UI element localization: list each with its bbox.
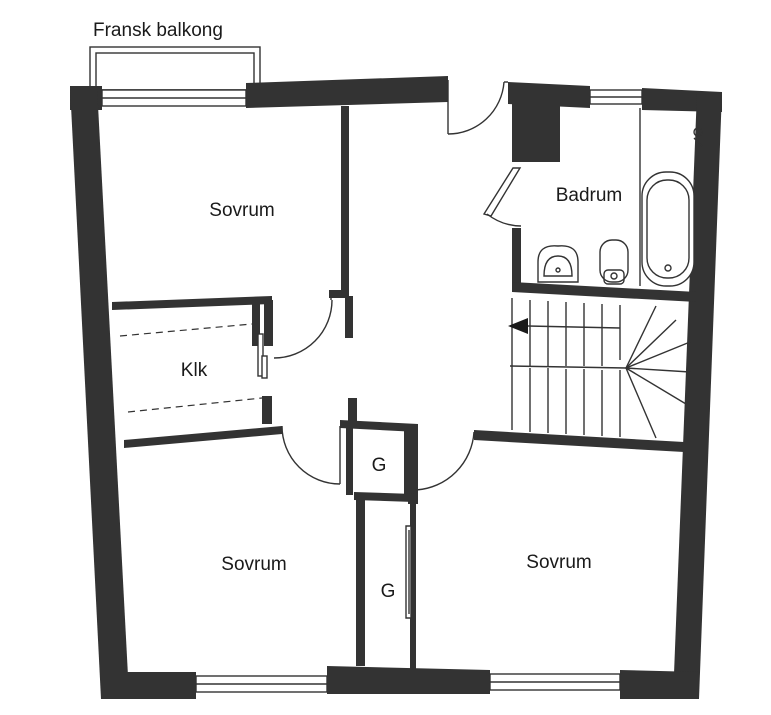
window-bottom-right bbox=[489, 673, 621, 691]
bathroom-label: Badrum bbox=[556, 185, 623, 206]
room-labels: Fransk balkong Sovrum Badrum Klk G G Sov… bbox=[93, 20, 622, 602]
closet-shelves bbox=[119, 323, 263, 413]
outer-walls bbox=[70, 76, 722, 699]
bathroom-fixtures bbox=[537, 108, 703, 287]
interior-walls bbox=[112, 104, 697, 670]
window-top-left bbox=[101, 89, 247, 107]
doors bbox=[257, 80, 522, 619]
staircase bbox=[508, 298, 691, 439]
walk-in-closet-label: Klk bbox=[181, 360, 208, 381]
bedroom-top-left-label: Sovrum bbox=[209, 200, 274, 221]
stair-arrow bbox=[508, 318, 528, 334]
closet-small-label: G bbox=[372, 455, 387, 476]
bedroom-bottom-left-label: Sovrum bbox=[221, 554, 286, 575]
balcony-label: Fransk balkong bbox=[93, 20, 223, 41]
window-bathroom bbox=[589, 89, 643, 105]
french-balcony bbox=[89, 46, 261, 91]
window-bottom-left bbox=[195, 675, 328, 693]
bedroom-bottom-right-label: Sovrum bbox=[526, 552, 591, 573]
closet-long-label: G bbox=[381, 581, 396, 602]
